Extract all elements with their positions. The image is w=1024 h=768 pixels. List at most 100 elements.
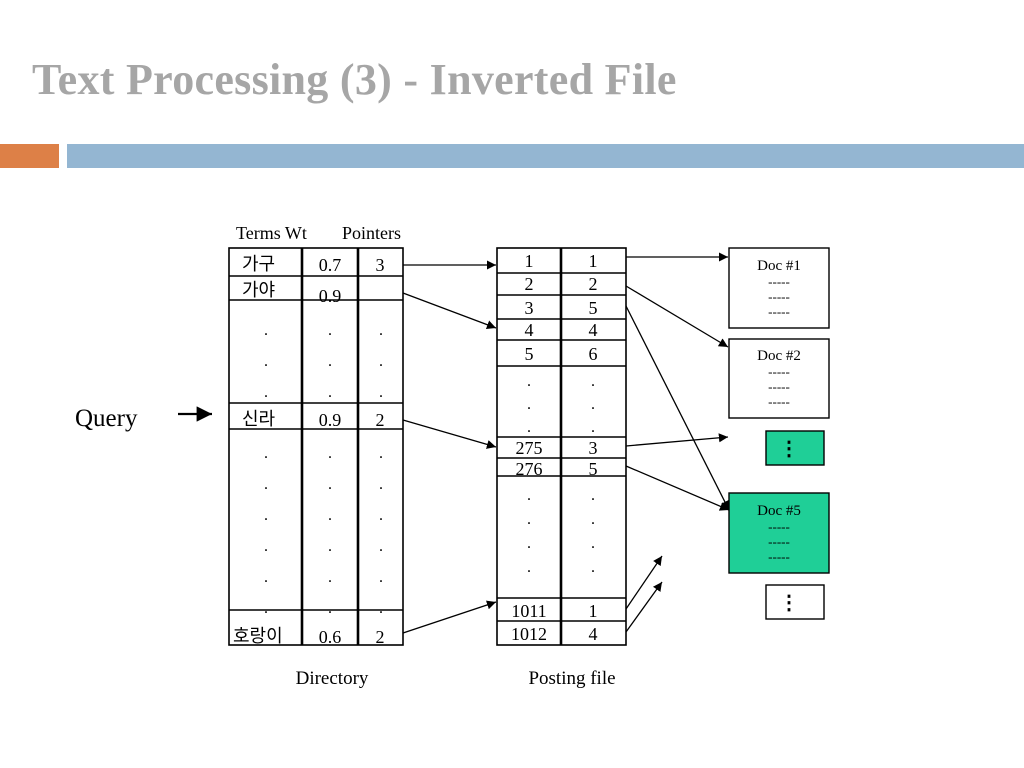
document-arrows [625, 252, 730, 633]
ellipsis-symbol: ⋮ [779, 592, 799, 614]
directory-row: 신라 0.9 2 [242, 409, 385, 430]
posting-table [496, 247, 627, 646]
document-line: ----- [768, 289, 790, 304]
document-box-highlighted: Doc #5 ----- ----- ----- [728, 492, 830, 574]
posting-cell: 2 [589, 274, 598, 294]
pointer-arrows [402, 260, 497, 634]
svg-text:.: . [264, 569, 268, 586]
ellipsis-symbol: ⋮ [779, 438, 799, 460]
svg-text:.: . [379, 476, 383, 493]
directory-weight: 0.9 [319, 410, 342, 430]
ellipsis-box: ⋮ [765, 584, 825, 620]
posting-cell: 4 [589, 624, 598, 644]
posting-cell: 3 [525, 298, 534, 318]
svg-text:.: . [264, 538, 268, 555]
svg-text:.: . [591, 419, 595, 436]
document-line: ----- [768, 364, 790, 379]
directory-table [228, 247, 404, 646]
posting-cell: 5 [525, 344, 534, 364]
svg-text:.: . [264, 476, 268, 493]
document-title: Doc #5 [757, 503, 801, 519]
svg-text:.: . [264, 384, 268, 401]
svg-text:.: . [328, 322, 332, 339]
directory-weight: 0.6 [319, 627, 342, 647]
svg-text:.: . [328, 353, 332, 370]
document-box: Doc #2 ----- ----- ----- [728, 338, 830, 419]
svg-text:.: . [328, 569, 332, 586]
svg-text:.: . [379, 353, 383, 370]
document-line: ----- [768, 534, 790, 549]
ellipsis-box: ⋮ [765, 430, 825, 466]
svg-text:.: . [328, 538, 332, 555]
query-label: Query [75, 405, 138, 432]
posting-cell: 5 [589, 459, 598, 479]
svg-text:.: . [379, 445, 383, 462]
directory-weight: 0.9 [319, 286, 342, 306]
directory-caption: Directory [296, 668, 369, 689]
svg-text:.: . [264, 322, 268, 339]
accent-bar-blue [67, 144, 1024, 168]
svg-text:.: . [328, 600, 332, 617]
svg-text:.: . [527, 419, 531, 436]
svg-text:.: . [527, 559, 531, 576]
svg-text:.: . [379, 538, 383, 555]
document-line: ----- [768, 379, 790, 394]
svg-text:.: . [328, 445, 332, 462]
posting-cell: 276 [516, 459, 543, 479]
directory-term: 가구 [242, 254, 275, 275]
svg-text:.: . [591, 511, 595, 528]
posting-cell: 1 [525, 251, 534, 271]
document-line: ----- [768, 519, 790, 534]
svg-text:.: . [527, 487, 531, 504]
posting-cell: 4 [525, 320, 534, 340]
svg-text:.: . [264, 600, 268, 617]
directory-pointer: 3 [376, 255, 385, 275]
directory-row: 가구 0.7 3 [242, 254, 385, 275]
posting-cell: 1011 [511, 601, 546, 621]
document-line: ----- [768, 304, 790, 319]
directory-pointer: 2 [376, 627, 385, 647]
svg-text:.: . [527, 511, 531, 528]
directory-weight: 0.7 [319, 255, 342, 275]
svg-text:.: . [328, 507, 332, 524]
posting-cell: 1 [589, 251, 598, 271]
posting-cell: 1012 [511, 624, 547, 644]
svg-text:.: . [527, 535, 531, 552]
document-line: ----- [768, 274, 790, 289]
posting-cell: 3 [589, 438, 598, 458]
svg-text:.: . [591, 373, 595, 390]
svg-text:.: . [379, 507, 383, 524]
posting-cell: 5 [589, 298, 598, 318]
posting-caption: Posting file [528, 668, 615, 689]
directory-term: 호랑이 [233, 626, 283, 647]
document-title: Doc #2 [757, 348, 801, 364]
directory-row: 호랑이 0.6 2 [233, 626, 385, 647]
posting-ellipsis-dots: .. .. .. .. .. .. .. [527, 373, 595, 576]
slide-title: Text Processing (3) - Inverted File [32, 55, 677, 104]
directory-pointer: 2 [376, 410, 385, 430]
svg-text:.: . [379, 600, 383, 617]
posting-cell: 275 [516, 438, 543, 458]
svg-text:.: . [527, 373, 531, 390]
svg-text:.: . [379, 384, 383, 401]
document-line: ----- [768, 549, 790, 564]
svg-text:.: . [264, 445, 268, 462]
directory-term: 가야 [242, 280, 275, 301]
directory-term: 신라 [242, 409, 276, 430]
directory-row: 가야 0.9 [242, 280, 341, 306]
posting-cell: 4 [589, 320, 598, 340]
svg-text:.: . [264, 507, 268, 524]
svg-text:.: . [591, 396, 595, 413]
accent-bar-orange [0, 144, 59, 168]
directory-header-terms-wt: Terms Wt [236, 223, 307, 243]
svg-text:.: . [527, 396, 531, 413]
svg-text:.: . [591, 559, 595, 576]
document-line: ----- [768, 394, 790, 409]
directory-ellipsis-dots: ... ... ... ... ... ... ... ... ... [264, 322, 383, 617]
svg-text:.: . [328, 476, 332, 493]
svg-text:.: . [264, 353, 268, 370]
directory-header-pointers: Pointers [342, 223, 401, 243]
svg-text:.: . [328, 384, 332, 401]
posting-cell: 1 [589, 601, 598, 621]
